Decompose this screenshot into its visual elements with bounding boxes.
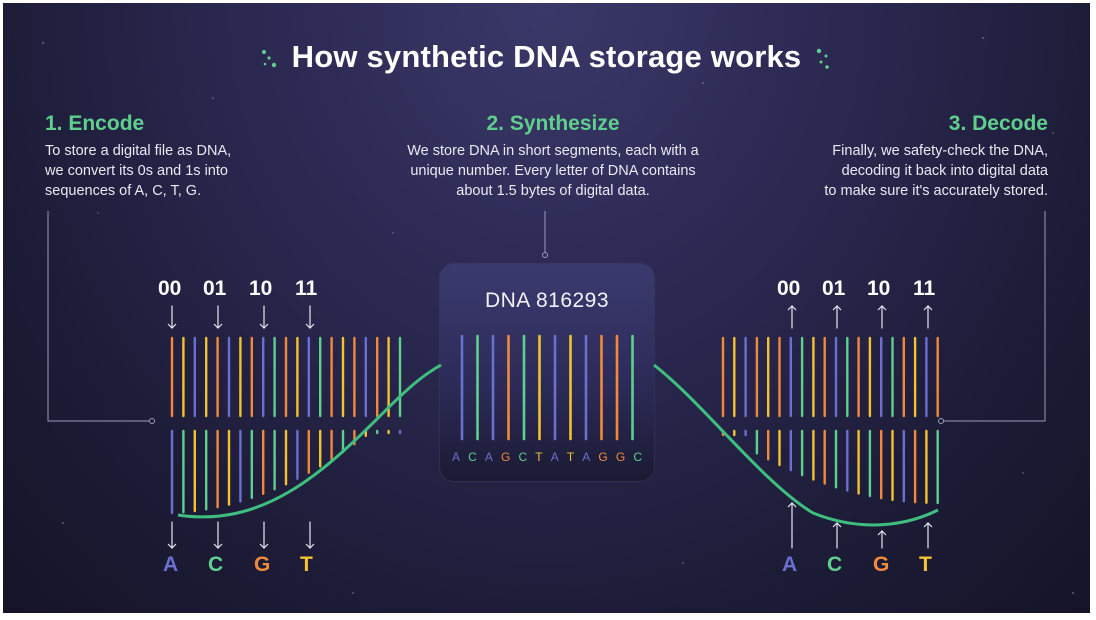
bit-label-right: 01 [822, 277, 846, 300]
step-decode-text: Finally, we safety-check the DNA, decodi… [824, 141, 1048, 201]
sequence-letter: A [484, 450, 493, 464]
base-label-g: G [254, 553, 271, 576]
sequence-letter: A [550, 450, 559, 464]
base-label-c: C [827, 553, 843, 576]
text-line: To store a digital file as DNA, [45, 143, 232, 159]
base-label-t: T [919, 553, 932, 576]
dna-bars-left [170, 336, 402, 515]
card-dna-bars [460, 334, 634, 441]
bit-label-left: 10 [249, 277, 273, 300]
up-arrow-icon [923, 305, 933, 311]
bit-label-right: 11 [913, 277, 936, 300]
text-line: about 1.5 bytes of digital data. [456, 183, 650, 199]
down-arrow-icon [167, 323, 177, 329]
base-label-c: C [208, 553, 224, 576]
up-arrow-icon [877, 305, 887, 311]
bit-label-left: 01 [203, 277, 227, 300]
text-line: to make sure it's accurately stored. [824, 183, 1048, 199]
base-label-a: A [163, 553, 179, 576]
up-arrow-icon [877, 530, 887, 536]
base-label-t: T [300, 553, 313, 576]
bit-label-left: 11 [295, 277, 318, 300]
title-text: How synthetic DNA storage works [291, 39, 802, 74]
down-arrow-icon [167, 543, 177, 549]
sparkle-icon [817, 48, 830, 69]
page-title: How synthetic DNA storage works [3, 39, 1090, 75]
text-line: unique number. Every letter of DNA conta… [410, 163, 696, 179]
sequence-letter: A [452, 450, 461, 464]
text-line: We store DNA in short segments, each wit… [407, 143, 699, 159]
sequence-letter: C [633, 450, 642, 464]
sequence-letter: A [582, 450, 591, 464]
up-arrow-icon [787, 305, 797, 311]
step-decode-heading: 3. Decode [948, 112, 1048, 135]
sparkle-icon [261, 49, 276, 68]
base-label-g: G [873, 553, 890, 576]
step-encode-heading: 1. Encode [45, 112, 145, 135]
dna-segment-label: DNA 816293 [484, 289, 610, 312]
sequence-letter: G [598, 450, 608, 464]
up-arrow-icon [832, 305, 842, 311]
sequence-letter: T [566, 450, 575, 464]
text-line: sequences of A, C, T, G. [45, 183, 202, 199]
bit-label-right: 00 [777, 277, 801, 300]
sequence-letter: C [518, 450, 528, 464]
dna-bars-right [721, 336, 939, 505]
base-label-a: A [782, 553, 798, 576]
bit-label-left: 00 [158, 277, 182, 300]
text-line: Finally, we safety-check the DNA, [832, 143, 1048, 159]
text-line: we convert its 0s and 1s into [45, 163, 228, 179]
down-arrow-icon [213, 543, 223, 549]
sequence-letter: C [468, 450, 477, 464]
sequence-letter: T [535, 450, 543, 464]
step-synthesize-heading: 2. Synthesize [486, 112, 620, 135]
background-stars [41, 36, 1075, 595]
down-arrow-icon [259, 323, 269, 329]
bit-label-right: 10 [867, 277, 891, 300]
sequence-letter: G [615, 450, 626, 464]
down-arrow-icon [213, 323, 223, 329]
down-arrow-icon [305, 543, 315, 549]
text-line: decoding it back into digital data [841, 163, 1048, 179]
down-arrow-icon [259, 543, 269, 549]
infographic-canvas: How synthetic DNA storage works 1. Encod… [3, 3, 1090, 613]
sequence-letter: G [501, 450, 511, 464]
step-synthesize-text: We store DNA in short segments, each wit… [363, 141, 743, 201]
step-encode-text: To store a digital file as DNA, we conve… [45, 141, 231, 201]
down-arrow-icon [305, 323, 315, 329]
